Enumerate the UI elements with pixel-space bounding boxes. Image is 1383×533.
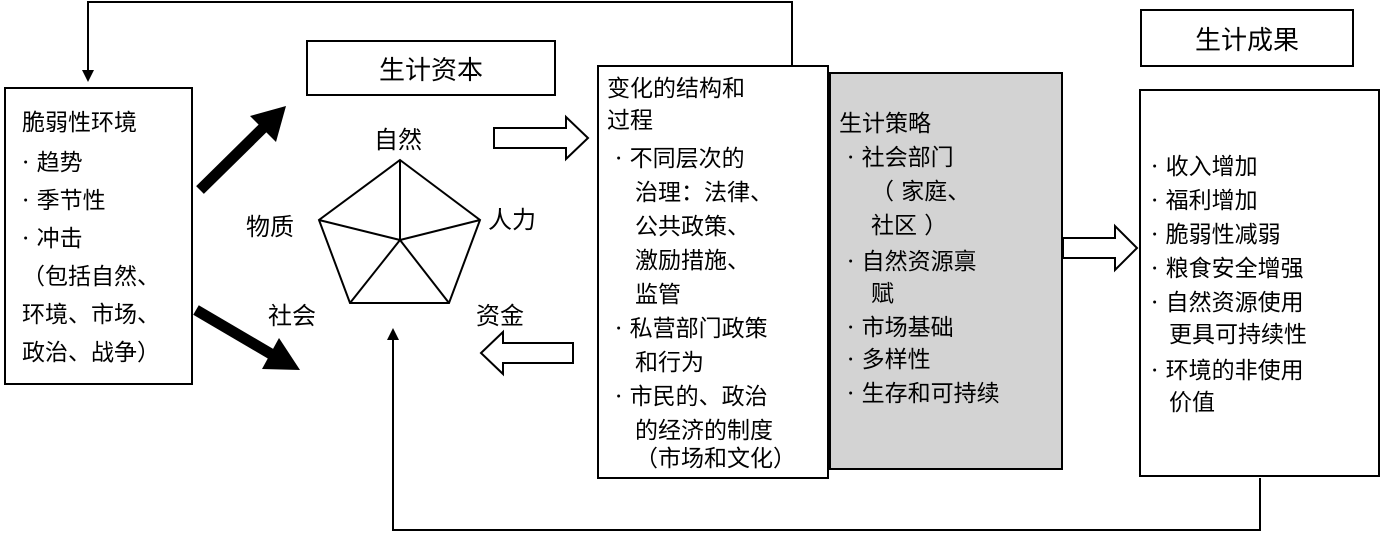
outcomes-item: · 脆弱性减弱	[1151, 222, 1281, 248]
strategies-item: · 生存和可持续	[847, 381, 1000, 407]
strategies-item: 社区 ）	[871, 213, 948, 239]
feedback-loop-top	[82, 1, 793, 82]
strategies-item: 赋	[871, 281, 894, 307]
structures-item: 激励措施、	[635, 248, 750, 274]
vulnerability-item: · 季节性	[22, 188, 106, 214]
structures-item: · 私营部门政策	[615, 316, 768, 342]
strategies-item: · 社会部门	[847, 145, 954, 171]
structures-item: · 不同层次的	[615, 146, 745, 172]
outcomes-item: 更具可持续性	[1169, 322, 1307, 348]
vulnerability-title: 脆弱性环境	[22, 110, 137, 136]
outcomes-item: · 环境的非使用	[1151, 358, 1304, 384]
structures-item: （市场和文化）	[635, 446, 796, 472]
bold-arrow-down	[193, 305, 300, 370]
feedback-loop-bottom	[387, 328, 1261, 531]
capital-label-physical: 物质	[246, 213, 294, 241]
outcomes-item: · 粮食安全增强	[1151, 256, 1304, 282]
structures-item: 监管	[635, 282, 681, 308]
capital-label-financial: 资金	[476, 302, 524, 330]
strategies-title: 生计策略	[839, 111, 931, 137]
structures-title: 变化的结构和	[607, 76, 745, 102]
structures-item: 公共政策、	[635, 214, 750, 240]
vulnerability-item: 环境、市场、	[22, 302, 160, 328]
capital-label-natural: 自然	[374, 126, 422, 154]
vulnerability-item: · 趋势	[22, 150, 83, 176]
outcomes-item: · 收入增加	[1151, 154, 1258, 180]
outcomes-item: 价值	[1169, 390, 1215, 416]
structures-title: 过程	[607, 108, 653, 134]
strategies-item: · 自然资源禀	[847, 249, 977, 275]
outcomes-item: · 自然资源使用	[1151, 290, 1304, 316]
strategies-item: · 市场基础	[847, 315, 954, 341]
bold-arrow-up	[196, 106, 286, 194]
strategies-item: （ 家庭、	[871, 179, 971, 205]
outcomes-title: 生计成果	[1194, 25, 1299, 56]
vulnerability-box: 脆弱性环境 · 趋势 · 季节性 · 冲击 （包括自然、 环境、市场、 政治、战…	[4, 87, 193, 385]
hollow-arrow-strategies-to-outcomes	[1062, 223, 1139, 273]
strategies-item: · 多样性	[847, 347, 931, 373]
vulnerability-item: （包括自然、	[22, 264, 160, 290]
structures-item: 的经济的制度	[635, 418, 773, 444]
capital-title-box: 生计资本	[306, 40, 556, 96]
strategies-box: 生计策略 · 社会部门 （ 家庭、 社区 ） · 自然资源禀 赋 · 市场基础 …	[829, 72, 1063, 470]
outcomes-box: · 收入增加 · 福利增加 · 脆弱性减弱 · 粮食安全增强 · 自然资源使用 …	[1139, 89, 1380, 477]
structures-item: · 市民的、政治	[615, 384, 768, 410]
vulnerability-item: · 冲击	[22, 226, 83, 252]
hollow-arrow-structures-to-capital	[479, 329, 574, 377]
hollow-arrow-capital-to-structures	[493, 114, 590, 162]
capital-label-social: 社会	[268, 302, 316, 330]
structures-box: 变化的结构和 过程 · 不同层次的 治理：法律、 公共政策、 激励措施、 监管 …	[597, 65, 829, 479]
capital-title: 生计资本	[378, 55, 483, 86]
outcomes-item: · 福利增加	[1151, 188, 1258, 214]
outcomes-title-box: 生计成果	[1140, 9, 1354, 67]
structures-item: 和行为	[635, 350, 704, 376]
capital-label-human: 人力	[488, 206, 536, 234]
vulnerability-item: 政治、战争）	[22, 340, 160, 366]
capital-pentagon	[317, 158, 482, 304]
structures-item: 治理：法律、	[635, 180, 773, 206]
